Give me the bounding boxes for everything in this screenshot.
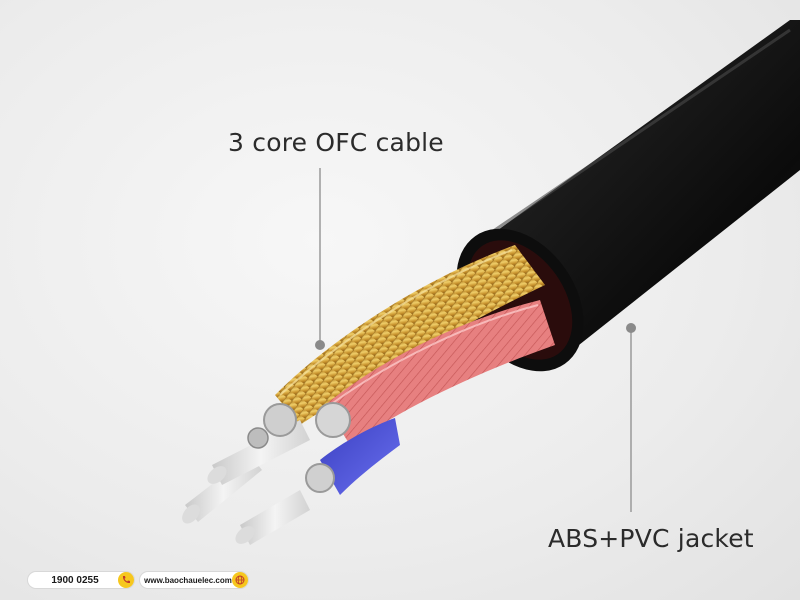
conductor-label: 3 core OFC cable: [228, 128, 444, 157]
phone-badge[interactable]: 1900 0255: [28, 572, 134, 588]
red-conductor: [325, 300, 555, 445]
callout-conductor: [315, 168, 325, 350]
insulated-core-bottom: [235, 490, 310, 545]
phone-icon: [118, 572, 134, 588]
website-url: www.baochauelec.com: [144, 575, 232, 585]
blue-conductor: [320, 418, 400, 495]
globe-icon: [232, 572, 248, 588]
gold-conductor: [275, 245, 545, 425]
phone-number: 1900 0255: [51, 574, 99, 586]
website-badge[interactable]: www.baochauelec.com: [140, 572, 248, 588]
jacket-label: ABS+PVC jacket: [548, 524, 754, 553]
insulated-core-middle: [207, 420, 310, 485]
callout-jacket: [626, 323, 636, 512]
silver-strand-tips: [247, 402, 351, 493]
